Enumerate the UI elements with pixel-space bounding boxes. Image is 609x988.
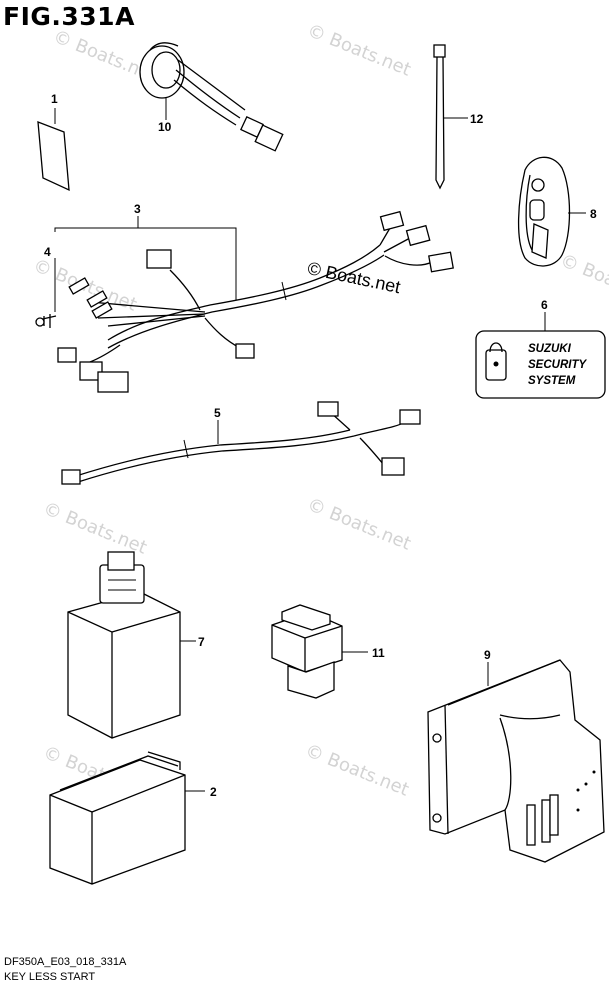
diagram-code: DF350A_E03_018_331A <box>4 956 127 968</box>
part-1-card <box>37 108 70 192</box>
callout-9: 9 <box>484 648 491 662</box>
callout-5: 5 <box>214 406 221 420</box>
callout-1: 1 <box>51 92 58 106</box>
callout-12: 12 <box>470 112 484 126</box>
part-6-security-label: SUZUKI SECURITY SYSTEM <box>475 312 606 399</box>
part-7-control-module <box>67 551 196 739</box>
callout-10: 10 <box>158 120 172 134</box>
part-5-sub-harness <box>61 401 421 485</box>
security-label-line-3: SYSTEM <box>528 375 576 387</box>
part-9-cover <box>427 659 605 863</box>
security-label-line-2: SECURITY <box>528 359 587 371</box>
callout-2: 2 <box>210 785 217 799</box>
callout-7: 7 <box>198 635 205 649</box>
callout-6: 6 <box>541 298 548 312</box>
callout-11: 11 <box>372 646 385 660</box>
part-2-case <box>49 751 205 885</box>
part-10-antenna <box>139 42 284 152</box>
callout-8: 8 <box>590 207 597 221</box>
part-11-switch <box>271 604 368 699</box>
security-label-line-1: SUZUKI <box>528 343 572 355</box>
callout-3: 3 <box>134 202 141 216</box>
figure-title: FIG.331A <box>3 2 135 31</box>
part-3-main-harness <box>35 210 454 393</box>
diagram-caption: KEY LESS START <box>4 971 96 983</box>
callout-4: 4 <box>44 245 51 259</box>
part-8-key-fob <box>517 156 586 267</box>
part-12-cable-tie <box>433 44 468 190</box>
